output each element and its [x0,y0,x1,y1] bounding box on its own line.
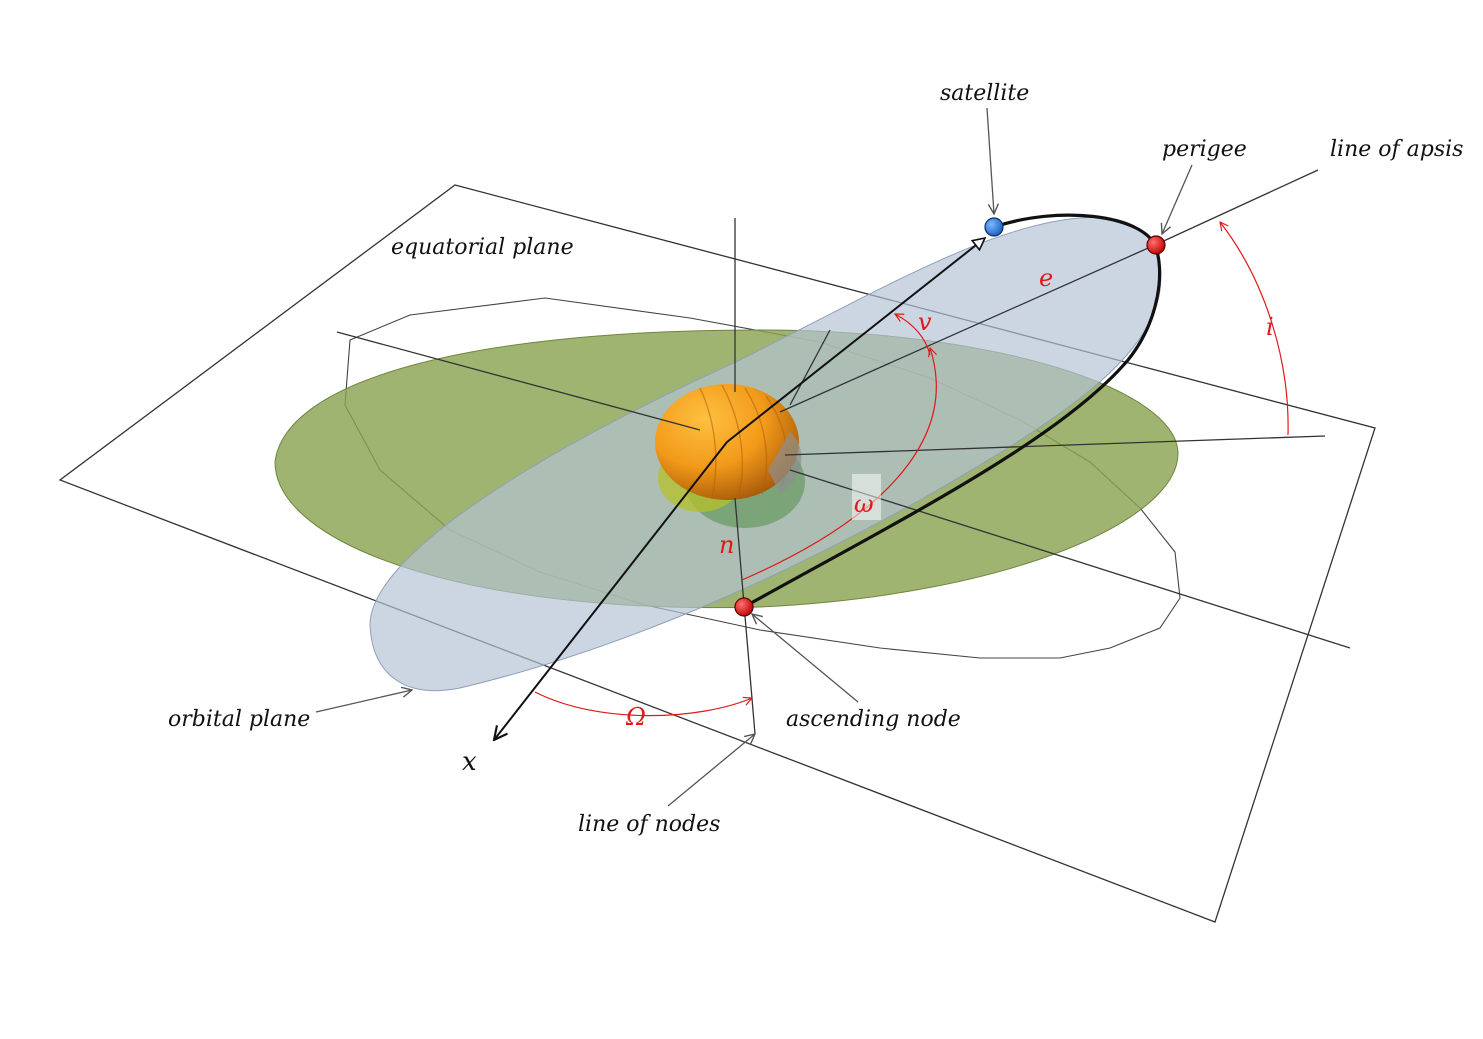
planet-grey-cap [768,432,802,494]
ascending-node-dot [734,597,754,617]
argument-of-periapsis-symbol: ω [854,490,874,518]
orbital-plane-label: orbital plane [168,707,310,732]
x-axis-label: x [462,747,477,777]
true-anomaly-symbol: v [918,308,932,336]
inclination-arc [1220,222,1289,436]
orbital-plane-leader [315,690,412,713]
satellite-dot [984,217,1004,237]
line-of-nodes-label: line of nodes [578,812,720,837]
perigee-leader [1162,164,1193,234]
orbit-path [743,213,1162,609]
position-vector [726,238,985,443]
interior-lines [336,218,1351,649]
longitude-node-arc [534,691,752,717]
satellite-label: satellite [940,81,1029,106]
perigee-label: perigee [1162,137,1247,162]
equatorial-plane-label: equatorial plane [391,235,574,260]
argument-of-periapsis-arc [741,348,936,581]
line-of-apsis-label: line of apsis [1330,137,1463,162]
omega-highlight [852,474,881,520]
satellite-leader [986,107,994,214]
x-axis-line [494,441,728,740]
inclination-symbol: i [1266,313,1274,341]
line-of-nodes-leader [667,734,755,807]
node-vector-symbol: n [719,531,734,559]
ascending-node-leader [752,614,859,703]
perigee-dot [1146,235,1166,255]
line-of-apsis [1154,169,1319,246]
longitude-ascending-node-symbol: Ω [625,703,646,731]
eccentricity-symbol: e [1039,264,1053,292]
ascending-node-label: ascending node [786,707,961,732]
